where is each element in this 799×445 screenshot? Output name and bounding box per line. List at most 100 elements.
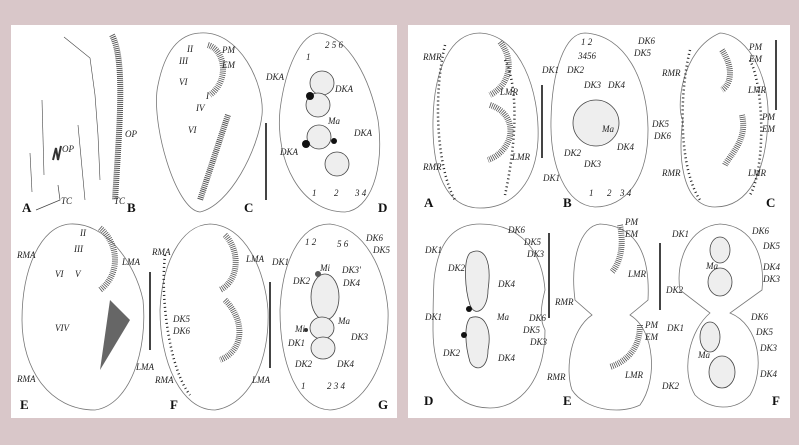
label-lmr: LMR — [627, 269, 647, 279]
label-ma: Ma — [496, 312, 509, 322]
label-dk2: DK2 — [566, 65, 585, 75]
label-pm: PM — [221, 45, 235, 55]
label-pm: PM — [644, 320, 658, 330]
panel-c-right: PM EM RMR LMR PM EM RMR LMR C — [661, 32, 775, 210]
label-rma: RMA — [16, 250, 36, 260]
label-dk6: DK6 — [172, 326, 191, 336]
right-figure: RMR LMR RMR LMR A 1 2 3456 DK6 DK5 DK1 D… — [408, 25, 790, 418]
label-iii: III — [73, 244, 84, 254]
label-dk3: DK3 — [759, 343, 778, 353]
panel-label-b: B — [563, 195, 572, 210]
label-rmr: RMR — [546, 372, 566, 382]
panel-label-e: E — [563, 393, 572, 408]
panel-label-a: A — [22, 200, 32, 215]
label-dk5: DK5 — [755, 327, 774, 337]
label-dk5: DK5 — [651, 119, 670, 129]
panel-d-right: DK6 DK1 DK5 DK3 DK2 DK4 DK1 Ma DK6 DK5 D… — [424, 223, 548, 409]
label-dk3: DK3 — [583, 159, 602, 169]
label-numbers-12: 1 2 — [305, 237, 317, 247]
label-number-1: 1 — [301, 381, 306, 391]
label-numbers-234: 2 3 4 — [327, 381, 346, 391]
label-dk6: DK6 — [637, 36, 656, 46]
label-dk6: DK6 — [653, 131, 672, 141]
panel-e-left: RMA RMA LMA LMA II III VI V VIV E — [16, 223, 155, 412]
panel-d-left: 2 5 6 1 DKA DKA Ma DKA DKA 1 2 3 4 D — [265, 32, 387, 215]
label-numbers-256: 2 5 6 — [325, 40, 344, 50]
label-dk4: DK4 — [762, 262, 781, 272]
label-ma: Ma — [705, 261, 718, 271]
label-rmr: RMR — [661, 168, 681, 178]
panel-f-right: DK1 DK6 DK5 Ma DK4 DK3 DK2 DK1 DK6 DK5 D… — [661, 223, 781, 408]
label-lmr: LMR — [747, 168, 767, 178]
label-lmr: LMR — [499, 87, 519, 97]
label-dk2: DK2 — [294, 359, 313, 369]
label-tc: TC — [114, 196, 126, 206]
panel-f-left: RMA LMA DK5 DK6 RMA LMA F — [151, 223, 271, 412]
panel-label-b: B — [127, 200, 136, 215]
label-dk6: DK6 — [528, 313, 547, 323]
panel-c-left: PM EM II III VI I IV VI C — [156, 32, 263, 215]
label-number-1: 1 — [589, 188, 594, 198]
label-dk2: DK2 — [292, 276, 311, 286]
label-pm: PM — [624, 217, 638, 227]
panel-b-right: 1 2 3456 DK6 DK5 DK1 DK2 DK3 DK4 Ma DK5 … — [541, 32, 672, 210]
panel-label-c: C — [244, 200, 253, 215]
label-dk4: DK4 — [336, 359, 355, 369]
label-em: EM — [221, 60, 235, 70]
label-dk1: DK1 — [541, 65, 559, 75]
label-em: EM — [624, 229, 638, 239]
label-dk2: DK2 — [442, 348, 461, 358]
label-pm: PM — [761, 112, 775, 122]
label-tc: TC — [61, 196, 73, 206]
label-dka: DKA — [265, 72, 285, 82]
label-numbers-3456: 3456 — [577, 51, 597, 61]
label-dk1: DK1 — [542, 173, 560, 183]
label-lmr: LMR — [624, 370, 644, 380]
label-numbers-34: 3 4 — [354, 188, 367, 198]
label-dk6: DK6 — [750, 312, 769, 322]
label-dk5: DK5 — [762, 241, 781, 251]
label-rma: RMA — [154, 375, 174, 385]
label-numbers-34: 3 4 — [619, 188, 632, 198]
label-number-2: 2 — [334, 188, 339, 198]
label-i: I — [205, 91, 210, 101]
panel-label-c: C — [766, 195, 775, 210]
label-pm: PM — [748, 42, 762, 52]
label-dka: DKA — [334, 84, 354, 94]
label-dk3: DK3 — [583, 80, 602, 90]
label-numbers-12: 1 2 — [581, 37, 593, 47]
label-number-1: 1 — [306, 52, 311, 62]
label-ma: Ma — [697, 350, 710, 360]
label-rma: RMA — [16, 374, 36, 384]
label-dk5: DK5 — [372, 245, 391, 255]
label-lmr: LMR — [511, 152, 531, 162]
label-dk6: DK6 — [751, 226, 770, 236]
label-dk2: DK2 — [563, 148, 582, 158]
label-dk1: DK1 — [271, 257, 289, 267]
label-mi: Mi — [319, 263, 330, 273]
label-dk1: DK1 — [424, 312, 442, 322]
panel-label-g: G — [378, 397, 388, 412]
label-dk6: DK6 — [507, 225, 526, 235]
label-dk5: DK5 — [172, 314, 191, 324]
label-dk2: DK2 — [661, 381, 680, 391]
label-ma: Ma — [327, 116, 340, 126]
label-rmr: RMR — [661, 68, 681, 78]
label-ii: II — [186, 44, 194, 54]
label-dk4: DK4 — [497, 353, 516, 363]
panel-label-f: F — [772, 393, 780, 408]
label-dka: DKA — [279, 147, 299, 157]
panel-e-right: PM EM LMR RMR PM EM LMR RMR E — [546, 217, 658, 411]
label-mi: Mi — [294, 324, 305, 334]
label-dk3: DK3 — [350, 332, 369, 342]
label-ma: Ma — [601, 124, 614, 134]
panel-label-d: D — [378, 200, 387, 215]
left-figure: OP TC A OP TC B PM EM II III VI I IV VI … — [11, 25, 397, 418]
label-dk1: DK1 — [287, 338, 305, 348]
label-rma: RMA — [151, 247, 171, 257]
label-dk6: DK6 — [365, 233, 384, 243]
label-numbers-56: 5 6 — [337, 239, 349, 249]
label-number-1: 1 — [312, 188, 317, 198]
label-rmr: RMR — [422, 52, 442, 62]
label-dk1: DK1 — [671, 229, 689, 239]
